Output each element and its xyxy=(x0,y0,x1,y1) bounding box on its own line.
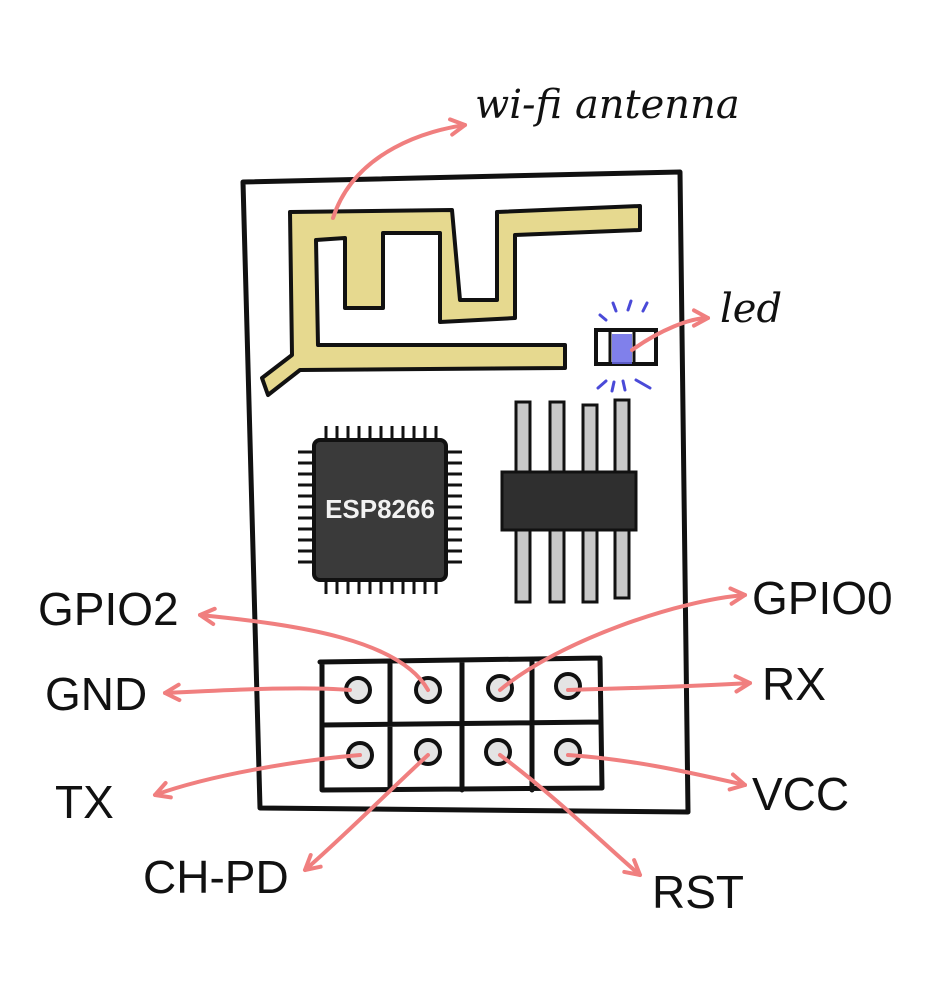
pin-label-gnd: GND xyxy=(45,668,147,720)
led-label: led xyxy=(720,286,782,332)
pin-label-gpio2: GPIO2 xyxy=(38,583,179,635)
arrowhead-tx-icon xyxy=(153,780,173,800)
chip-label: ESP8266 xyxy=(325,494,435,524)
arrowhead-ch_pd-icon xyxy=(303,853,323,872)
pin-label-ch-pd: CH-PD xyxy=(143,851,289,903)
arrowhead-rx-icon xyxy=(733,674,752,694)
arrow-rst xyxy=(498,753,642,877)
pin-label-gpio0: GPIO0 xyxy=(752,572,893,624)
arrow-rx xyxy=(566,681,752,692)
arrowhead-gpio2-icon xyxy=(198,606,217,627)
arrow-gnd xyxy=(163,686,352,695)
arrow-gpio0 xyxy=(498,593,747,692)
wifi-antenna-trace xyxy=(260,204,642,397)
pin-label-rst: RST xyxy=(652,866,744,918)
arrow-vcc xyxy=(566,753,747,787)
arrow-ch_pd xyxy=(303,753,430,872)
board-outline xyxy=(240,169,691,815)
led-component xyxy=(594,299,658,393)
arrowhead-led-icon xyxy=(691,308,710,328)
pin-pad xyxy=(554,672,582,700)
pin-label-vcc: VCC xyxy=(752,768,849,820)
esp8266-chip: ESP8266 xyxy=(298,426,462,594)
led-glow-icon xyxy=(596,299,652,393)
arrow-gpio2 xyxy=(198,613,430,692)
arrowhead-antenna-icon xyxy=(448,117,467,137)
wifi-antenna-label: wi-fi antenna xyxy=(475,82,740,128)
arrowhead-gnd-icon xyxy=(163,682,182,703)
pin-label-rx: RX xyxy=(762,658,826,710)
arrowhead-rst-icon xyxy=(622,858,642,877)
pin-label-tx: TX xyxy=(55,776,114,828)
arrowhead-gpio0-icon xyxy=(728,586,747,606)
arrow-antenna xyxy=(331,123,467,220)
pin-pad xyxy=(554,738,582,766)
pin-grid xyxy=(317,655,605,793)
arrow-led xyxy=(630,316,710,352)
pin-header xyxy=(500,398,638,604)
arrowhead-vcc-icon xyxy=(727,772,747,792)
arrow-tx xyxy=(153,753,362,797)
